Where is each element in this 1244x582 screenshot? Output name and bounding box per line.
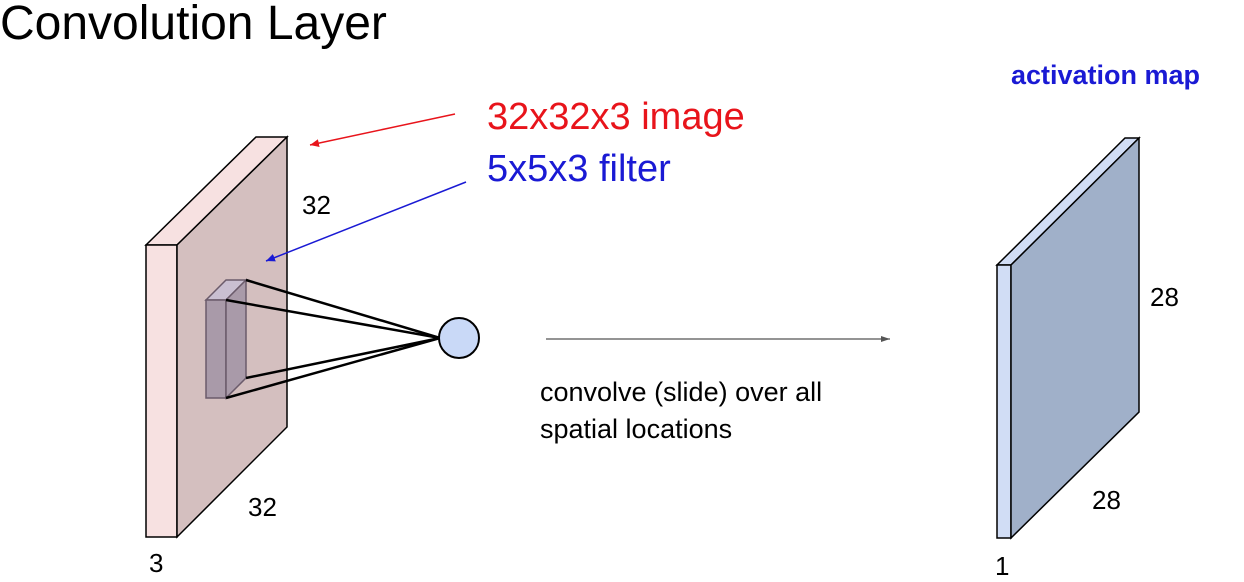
activation-map-front xyxy=(1010,136,1140,540)
activation-map-side xyxy=(996,264,1012,539)
input-width-label: 32 xyxy=(248,492,277,522)
image-label: 32x32x3 image xyxy=(487,96,745,138)
image-arrow xyxy=(309,113,456,148)
slide-title: Convolution Layer xyxy=(0,0,387,50)
filter-front xyxy=(225,278,247,400)
output-height-label: 28 xyxy=(1150,282,1179,312)
output-depth-label: 1 xyxy=(995,551,1010,581)
activation-map-volume xyxy=(995,136,1141,540)
caption-line-2: spatial locations xyxy=(540,414,733,444)
activation-map-label: activation map xyxy=(1011,60,1201,90)
caption-line-1: convolve (slide) over all xyxy=(540,377,823,407)
filter-connections xyxy=(225,278,441,400)
filter-side xyxy=(205,299,227,399)
filter-label: 5x5x3 filter xyxy=(487,148,671,190)
output-width-label: 28 xyxy=(1092,485,1121,515)
convolve-caption: convolve (slide) over all spatial locati… xyxy=(540,374,822,448)
input-depth-label: 3 xyxy=(149,548,164,578)
filter-volume xyxy=(204,278,248,400)
output-neuron xyxy=(438,317,480,359)
filter-arrow xyxy=(265,181,467,262)
input-volume-side xyxy=(145,244,178,538)
input-height-label: 32 xyxy=(302,190,331,220)
